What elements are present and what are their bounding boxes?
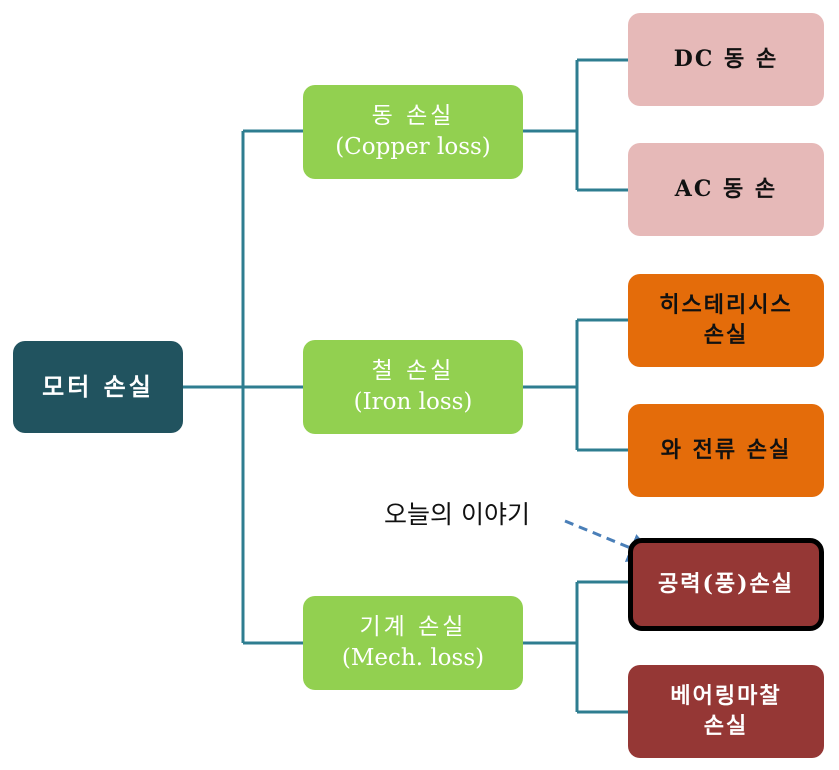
root-node-motor-loss: 모터 손실 xyxy=(13,341,183,433)
mech-branch-connector xyxy=(523,580,628,714)
leaf-label-line1: 히스테리시스 xyxy=(659,291,793,318)
category-label-en: (Mech. loss) xyxy=(341,645,485,671)
leaf-windage-loss-highlighted: 공력(풍)손실 xyxy=(628,538,824,631)
callout-todays-story: 오늘의 이야기 xyxy=(384,500,530,529)
category-label-ko: 철 손실 xyxy=(371,357,455,384)
leaf-label: DC 동 손 xyxy=(673,45,779,72)
leaf-eddy-current-loss: 와 전류 손실 xyxy=(628,404,824,497)
category-label-ko: 동 손실 xyxy=(371,102,455,129)
leaf-ac-copper-loss: AC 동 손 xyxy=(628,143,824,236)
root-label: 모터 손실 xyxy=(42,371,154,401)
category-label-ko: 기계 손실 xyxy=(359,613,467,640)
leaf-label-line2: 손실 xyxy=(703,321,749,348)
category-label-en: (Copper loss) xyxy=(335,134,491,160)
category-mech-loss: 기계 손실 (Mech. loss) xyxy=(303,596,523,690)
root-connector xyxy=(183,129,303,645)
category-label-en: (Iron loss) xyxy=(353,389,473,415)
leaf-label-line2: 손실 xyxy=(703,712,749,739)
leaf-label: AC 동 손 xyxy=(674,175,778,202)
leaf-bearing-friction-loss: 베어링마찰 손실 xyxy=(628,665,824,758)
leaf-label: 공력(풍)손실 xyxy=(657,570,795,597)
leaf-hysteresis-loss: 히스테리시스 손실 xyxy=(628,274,824,367)
category-iron-loss: 철 손실 (Iron loss) xyxy=(303,340,523,434)
leaf-label-line1: 베어링마찰 xyxy=(670,682,782,709)
category-copper-loss: 동 손실 (Copper loss) xyxy=(303,85,523,179)
leaf-label: 와 전류 손실 xyxy=(660,436,792,463)
leaf-dc-copper-loss: DC 동 손 xyxy=(628,13,824,106)
copper-branch-connector xyxy=(523,58,628,192)
iron-branch-connector xyxy=(523,318,628,452)
